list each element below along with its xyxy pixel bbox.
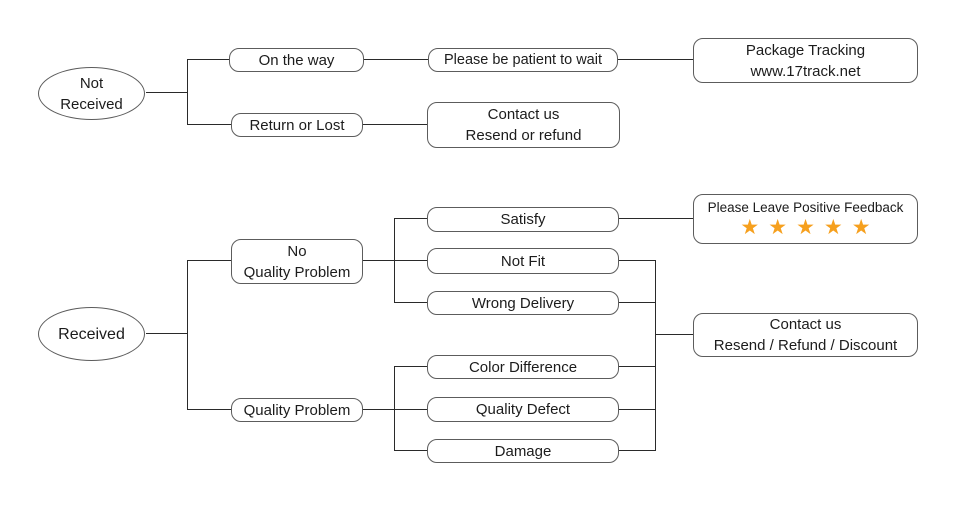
node-color-difference: Color Difference: [427, 355, 619, 379]
node-wrong-delivery: Wrong Delivery: [427, 291, 619, 315]
node-on-the-way: On the way: [229, 48, 364, 72]
connector-line: [619, 218, 693, 220]
connector-line: [395, 218, 427, 220]
connector-line: [187, 260, 189, 410]
node-please-be-patient: Please be patient to wait: [428, 48, 618, 72]
connector-line: [619, 260, 656, 262]
node-positive-feedback: Please Leave Positive Feedback ★★★★★: [693, 194, 918, 244]
connector-line: [188, 409, 231, 411]
connector-line: [619, 409, 656, 411]
node-package-tracking: Package Tracking www.17track.net: [693, 38, 918, 83]
connector-line: [619, 450, 656, 452]
five-star-rating-icon: ★★★★★: [740, 215, 880, 239]
connector-line: [395, 260, 427, 262]
connector-line: [146, 333, 188, 335]
connector-line: [188, 260, 231, 262]
connector-line: [394, 218, 396, 303]
connector-line: [188, 124, 231, 126]
node-received: Received: [38, 307, 145, 361]
connector-line: [146, 92, 188, 94]
node-damage: Damage: [427, 439, 619, 463]
connector-line: [395, 302, 427, 304]
node-quality-problem: Quality Problem: [231, 398, 363, 422]
connector-line: [619, 366, 656, 368]
node-return-or-lost: Return or Lost: [231, 113, 363, 137]
connector-line: [395, 366, 427, 368]
connector-line: [395, 409, 427, 411]
connector-line: [619, 302, 656, 304]
node-satisfy: Satisfy: [427, 207, 619, 232]
connector-line: [363, 124, 427, 126]
node-quality-defect: Quality Defect: [427, 397, 619, 422]
connector-line: [364, 59, 428, 61]
connector-line: [656, 334, 693, 336]
connector-line: [618, 59, 693, 61]
connector-line: [187, 59, 189, 125]
connector-line: [395, 450, 427, 452]
connector-line: [363, 260, 395, 262]
node-not-fit: Not Fit: [427, 248, 619, 274]
node-contact-resend-refund-discount: Contact us Resend / Refund / Discount: [693, 313, 918, 357]
connector-line: [655, 260, 657, 451]
node-not-received: Not Received: [38, 67, 145, 120]
node-contact-resend-refund: Contact us Resend or refund: [427, 102, 620, 148]
node-no-quality-problem: No Quality Problem: [231, 239, 363, 284]
connector-line: [394, 366, 396, 451]
connector-line: [363, 409, 395, 411]
feedback-title: Please Leave Positive Feedback: [707, 199, 904, 215]
connector-line: [188, 59, 229, 61]
